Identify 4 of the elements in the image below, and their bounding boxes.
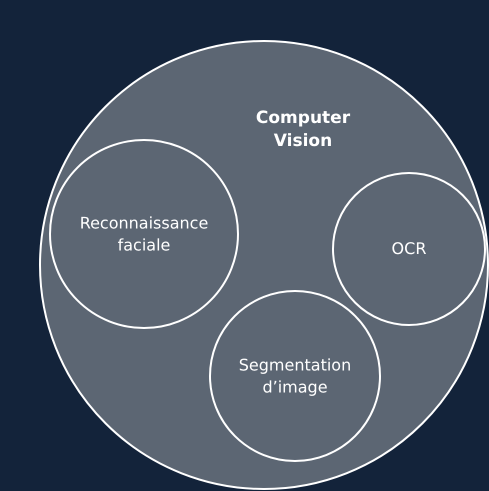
circle-label: Segmentation d’image: [238, 354, 352, 398]
circle-label: Reconnaissance faciale: [78, 212, 210, 256]
circle-label: OCR: [390, 238, 428, 260]
circle-title: Computer Vision: [254, 107, 352, 153]
